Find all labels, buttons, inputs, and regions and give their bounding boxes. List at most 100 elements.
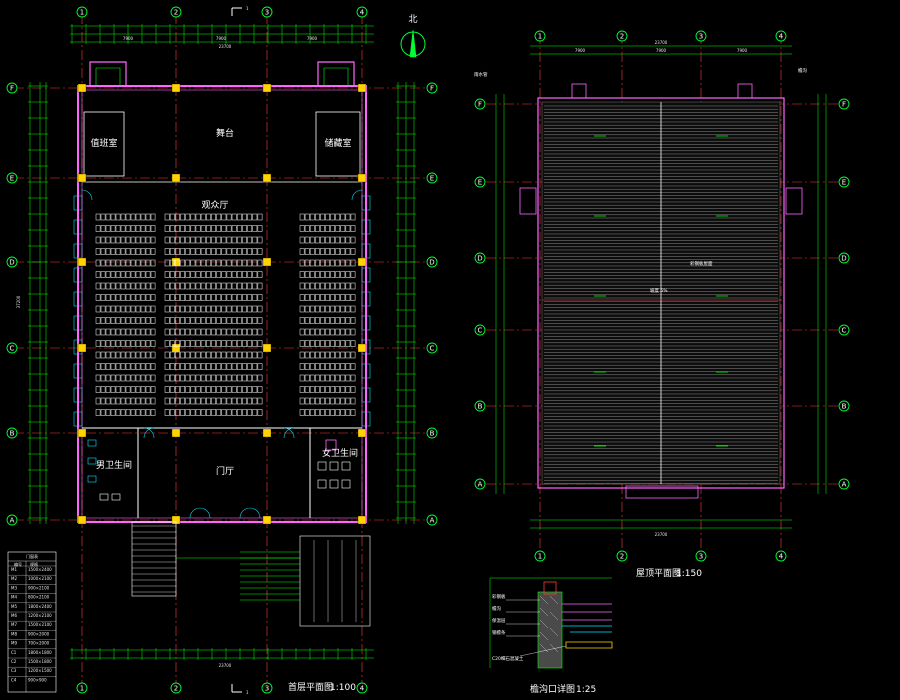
seat bbox=[309, 248, 315, 255]
seat bbox=[252, 386, 258, 393]
seat bbox=[180, 386, 185, 393]
seat bbox=[247, 386, 253, 393]
seat bbox=[125, 374, 131, 382]
seat bbox=[140, 305, 146, 313]
seat bbox=[304, 213, 310, 221]
seat bbox=[190, 374, 196, 382]
seat bbox=[195, 248, 201, 255]
seat bbox=[257, 317, 263, 324]
schedule-cell-size: 1500×2400 bbox=[28, 567, 52, 572]
seat bbox=[350, 374, 356, 382]
seat bbox=[105, 351, 111, 359]
seat bbox=[221, 259, 227, 267]
seat bbox=[216, 213, 222, 221]
seat bbox=[231, 271, 237, 278]
axis-bubble bbox=[6, 514, 18, 526]
seat bbox=[120, 397, 126, 405]
seat bbox=[150, 340, 156, 347]
seat bbox=[231, 213, 237, 221]
seat bbox=[120, 351, 126, 359]
seat bbox=[100, 305, 106, 313]
seat bbox=[236, 271, 242, 278]
seat bbox=[185, 271, 191, 278]
seat bbox=[211, 236, 216, 244]
seat bbox=[340, 363, 346, 370]
seat bbox=[257, 294, 263, 301]
seat bbox=[231, 259, 237, 267]
seat bbox=[150, 386, 156, 393]
seat bbox=[206, 259, 211, 267]
seat bbox=[185, 305, 191, 313]
seat bbox=[315, 351, 320, 359]
seat bbox=[325, 294, 330, 301]
seat bbox=[242, 305, 247, 313]
seat bbox=[325, 374, 330, 382]
fp-bay-2-dim: 7900 bbox=[216, 36, 227, 41]
seat bbox=[95, 259, 101, 267]
seat bbox=[140, 351, 146, 359]
seat bbox=[100, 236, 106, 244]
seat bbox=[236, 225, 242, 232]
schedule-cell-code: C4 bbox=[11, 677, 17, 682]
detail-scale: 1:25 bbox=[576, 685, 596, 695]
seat bbox=[211, 294, 216, 301]
seat bbox=[340, 248, 346, 255]
seat bbox=[315, 282, 320, 290]
structural-columns bbox=[77, 83, 367, 525]
seat bbox=[120, 213, 126, 221]
axis-bubble-label: 2 bbox=[174, 684, 178, 692]
seat bbox=[140, 248, 146, 255]
seat bbox=[252, 271, 258, 278]
axis-bubble-label: C bbox=[430, 344, 435, 352]
seat bbox=[257, 213, 263, 221]
detail-wall-section bbox=[537, 591, 563, 669]
seat bbox=[169, 236, 175, 244]
seat bbox=[125, 236, 131, 244]
seat bbox=[325, 351, 330, 359]
axis-bubble bbox=[356, 682, 368, 694]
seat bbox=[150, 294, 156, 301]
seat bbox=[120, 271, 126, 278]
column bbox=[262, 257, 272, 267]
seat bbox=[135, 340, 141, 347]
seat bbox=[330, 271, 335, 278]
seat bbox=[164, 374, 170, 382]
schedule-cell-code: M3 bbox=[11, 585, 17, 590]
seat bbox=[257, 386, 263, 393]
seat bbox=[247, 271, 253, 278]
seat bbox=[140, 409, 146, 416]
seat bbox=[236, 259, 242, 267]
seat bbox=[135, 328, 141, 336]
detail-title: 檐沟口详图 bbox=[530, 683, 575, 695]
seat bbox=[330, 294, 335, 301]
seat bbox=[200, 305, 206, 313]
seat bbox=[95, 225, 101, 232]
seat bbox=[309, 409, 315, 416]
seat bbox=[200, 294, 206, 301]
seat bbox=[299, 386, 305, 393]
seat bbox=[309, 271, 315, 278]
seat bbox=[180, 328, 185, 336]
seat bbox=[180, 363, 185, 370]
seat bbox=[345, 305, 351, 313]
seat bbox=[145, 213, 151, 221]
seat bbox=[350, 225, 356, 232]
seat bbox=[309, 374, 315, 382]
seat bbox=[315, 363, 320, 370]
seat bbox=[216, 271, 222, 278]
seat bbox=[335, 236, 341, 244]
seat bbox=[350, 386, 356, 393]
axis-bubble-label: D bbox=[477, 254, 482, 262]
axis-bubble-label: 3 bbox=[699, 32, 703, 40]
column bbox=[262, 515, 272, 525]
seat bbox=[335, 351, 341, 359]
seat bbox=[335, 305, 341, 313]
column bbox=[262, 343, 272, 353]
toilet-fixtures bbox=[87, 439, 351, 501]
seat bbox=[110, 363, 116, 370]
axis-bubble bbox=[426, 82, 438, 94]
seat bbox=[299, 340, 305, 347]
seat bbox=[206, 294, 211, 301]
seat bbox=[120, 363, 126, 370]
seat bbox=[200, 213, 206, 221]
